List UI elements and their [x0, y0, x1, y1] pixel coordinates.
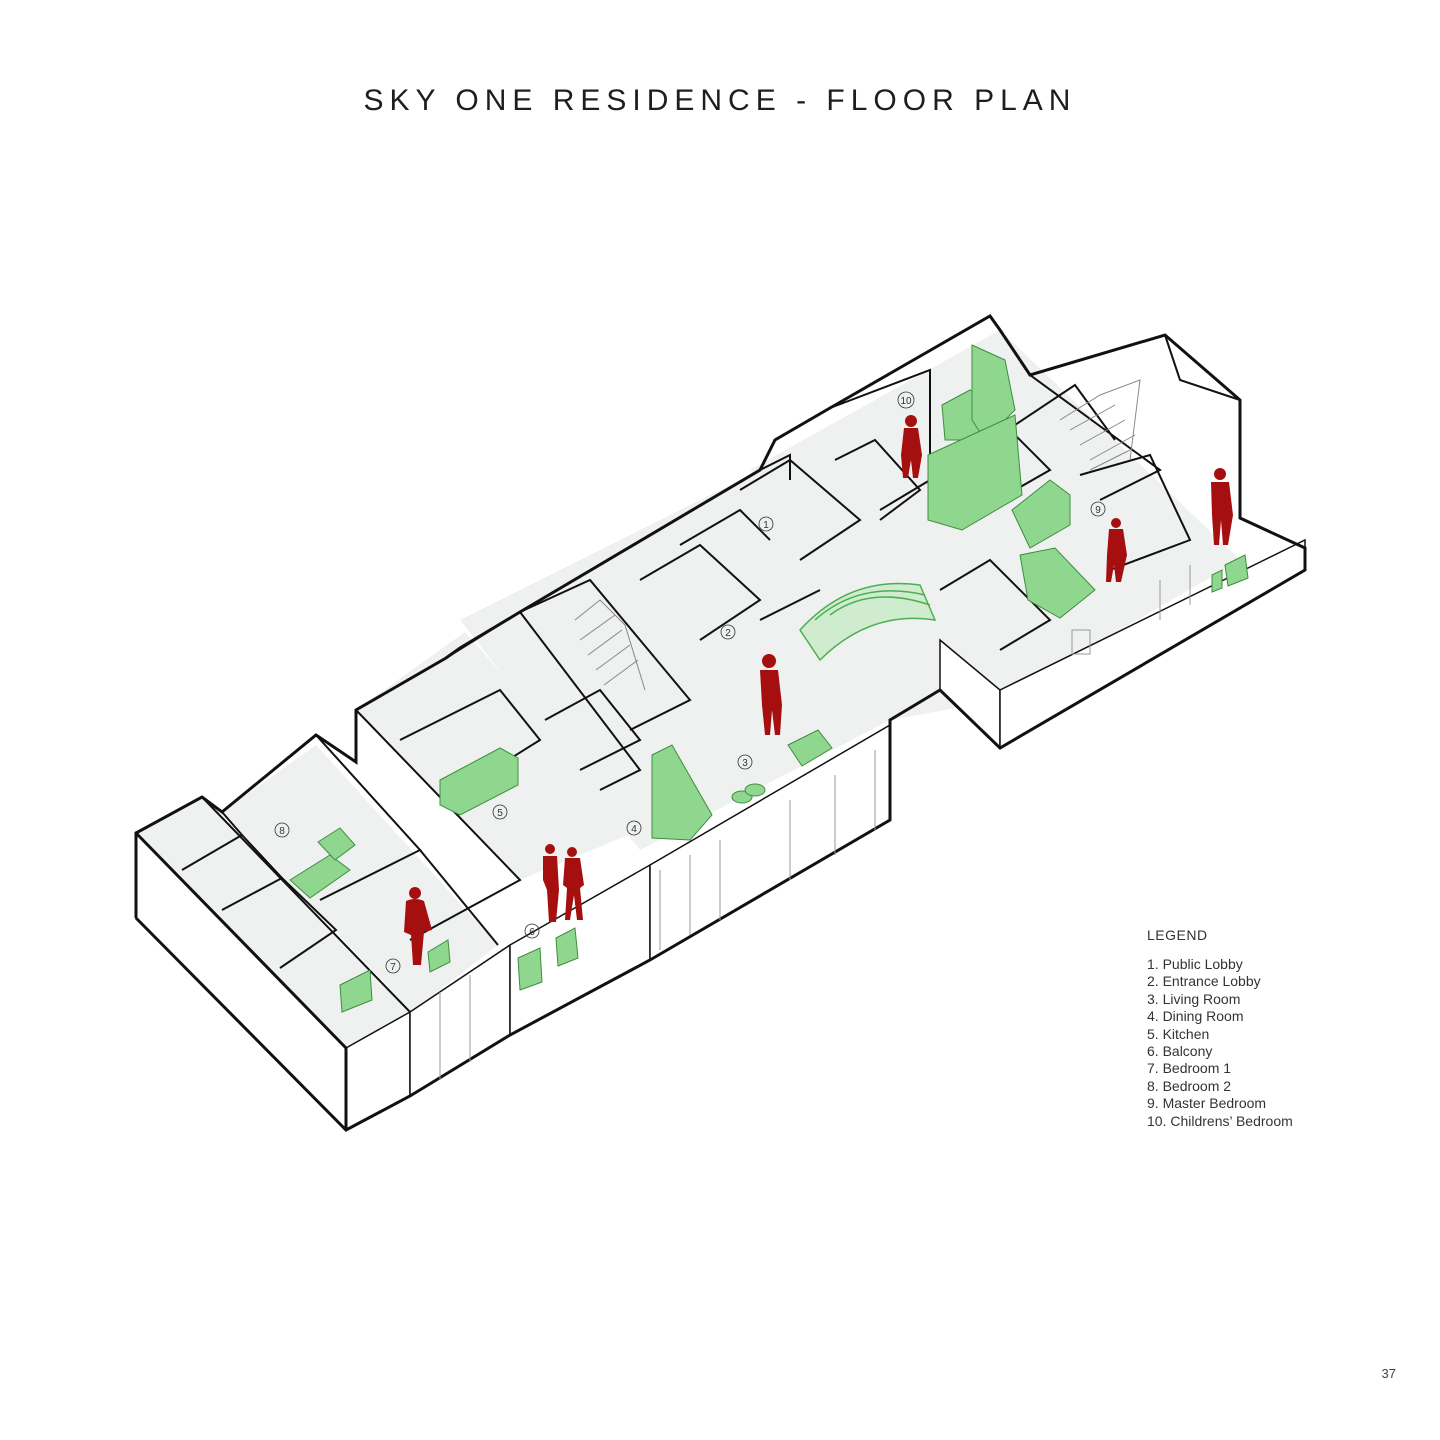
human-figures: [404, 415, 1233, 965]
figure-living: [760, 654, 782, 735]
svg-text:8: 8: [279, 826, 285, 837]
legend-item: 1. Public Lobby: [1147, 956, 1243, 972]
room-marker-9: 9: [1090, 501, 1106, 517]
page-number: 37: [1381, 1366, 1396, 1381]
figure-balcony-left: [543, 844, 559, 922]
svg-text:2: 2: [725, 628, 731, 639]
glazing: [439, 565, 1191, 1080]
furniture: [289, 344, 1249, 1013]
figure-master: [1106, 518, 1127, 582]
figure-childrens: [901, 415, 922, 478]
svg-text:4: 4: [631, 824, 637, 835]
room-marker-6: 6: [524, 923, 540, 939]
interior-walls: [181, 334, 1241, 1013]
legend-item: 10. Childrens’ Bedroom: [1147, 1112, 1293, 1129]
room-marker-3: 3: [737, 754, 753, 770]
room-marker-8: 8: [274, 822, 290, 838]
figure-bedroom1: [404, 887, 432, 965]
legend-title: LEGEND: [1147, 927, 1208, 943]
exterior-walls: [135, 538, 1306, 1132]
legend: LEGEND 1. Public Lobby 2. Entrance Lobby…: [1147, 927, 1293, 1130]
room-marker-2: 2: [720, 624, 736, 640]
legend-item: 9. Master Bedroom: [1147, 1095, 1267, 1112]
svg-text:10: 10: [900, 396, 912, 407]
svg-text:6: 6: [529, 927, 535, 938]
legend-item: 3. Living Room: [1147, 990, 1241, 1007]
page-title: SKY ONE RESIDENCE - FLOOR PLAN: [363, 84, 1077, 117]
room-marker-10: 10: [897, 391, 915, 409]
legend-item: 4. Dining Room: [1147, 1008, 1244, 1025]
figure-balcony-right: [563, 847, 584, 920]
legend-item: 8. Bedroom 2: [1147, 1077, 1232, 1094]
room-marker-1: 1: [758, 516, 774, 532]
figure-balcony-east: [1211, 468, 1233, 545]
legend-item: 6. Balcony: [1147, 1042, 1213, 1059]
svg-text:5: 5: [497, 808, 503, 819]
legend-item: 5. Kitchen: [1147, 1025, 1210, 1042]
room-markers: 1 2 3 4 5 6 7 8 9 10: [274, 391, 1106, 974]
legend-item: 7. Bedroom 1: [1147, 1060, 1232, 1077]
legend-list: 1. Public Lobby 2. Entrance Lobby 3. Liv…: [1147, 956, 1293, 1130]
svg-text:1: 1: [763, 520, 769, 531]
legend-item: 2. Entrance Lobby: [1147, 973, 1261, 990]
arched-walkway: [799, 582, 937, 662]
room-marker-4: 4: [626, 820, 642, 836]
room-marker-5: 5: [492, 804, 508, 820]
svg-text:7: 7: [390, 962, 396, 973]
outline: [134, 314, 1307, 1132]
stairs: [574, 379, 1141, 691]
room-marker-7: 7: [385, 958, 401, 974]
svg-text:9: 9: [1095, 505, 1101, 516]
svg-text:3: 3: [742, 758, 748, 769]
